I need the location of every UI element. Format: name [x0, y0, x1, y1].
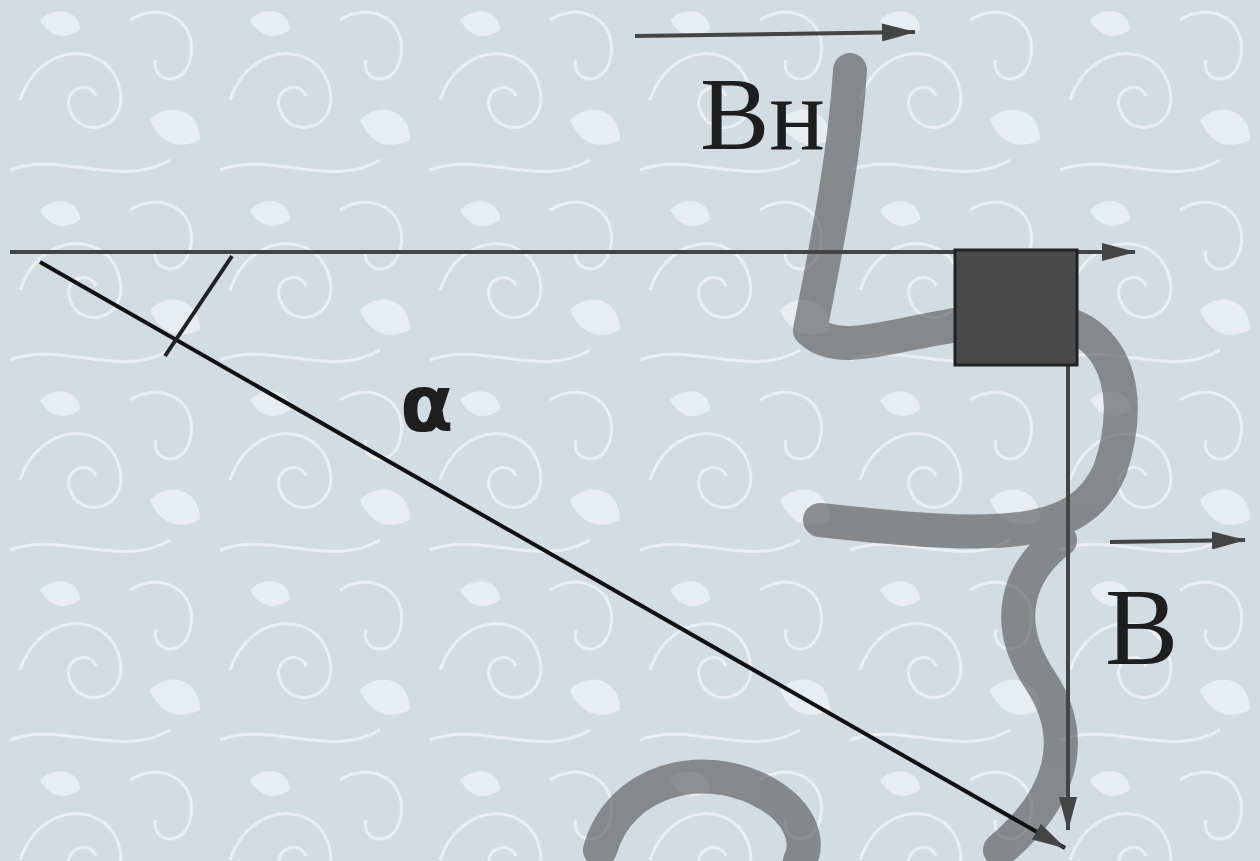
- vector-arrow: [1110, 540, 1245, 542]
- field-vector-line: [40, 262, 1065, 848]
- vector-label: B: [1105, 572, 1178, 682]
- angle-mark: [165, 256, 232, 356]
- angle-label: α: [400, 365, 454, 443]
- vector-label: Bн: [700, 62, 825, 166]
- vector-arrow: [635, 32, 915, 36]
- decor-ribbon: [600, 70, 1121, 861]
- right-angle-mark: [955, 250, 1077, 365]
- vertical-component-line: [1066, 365, 1070, 830]
